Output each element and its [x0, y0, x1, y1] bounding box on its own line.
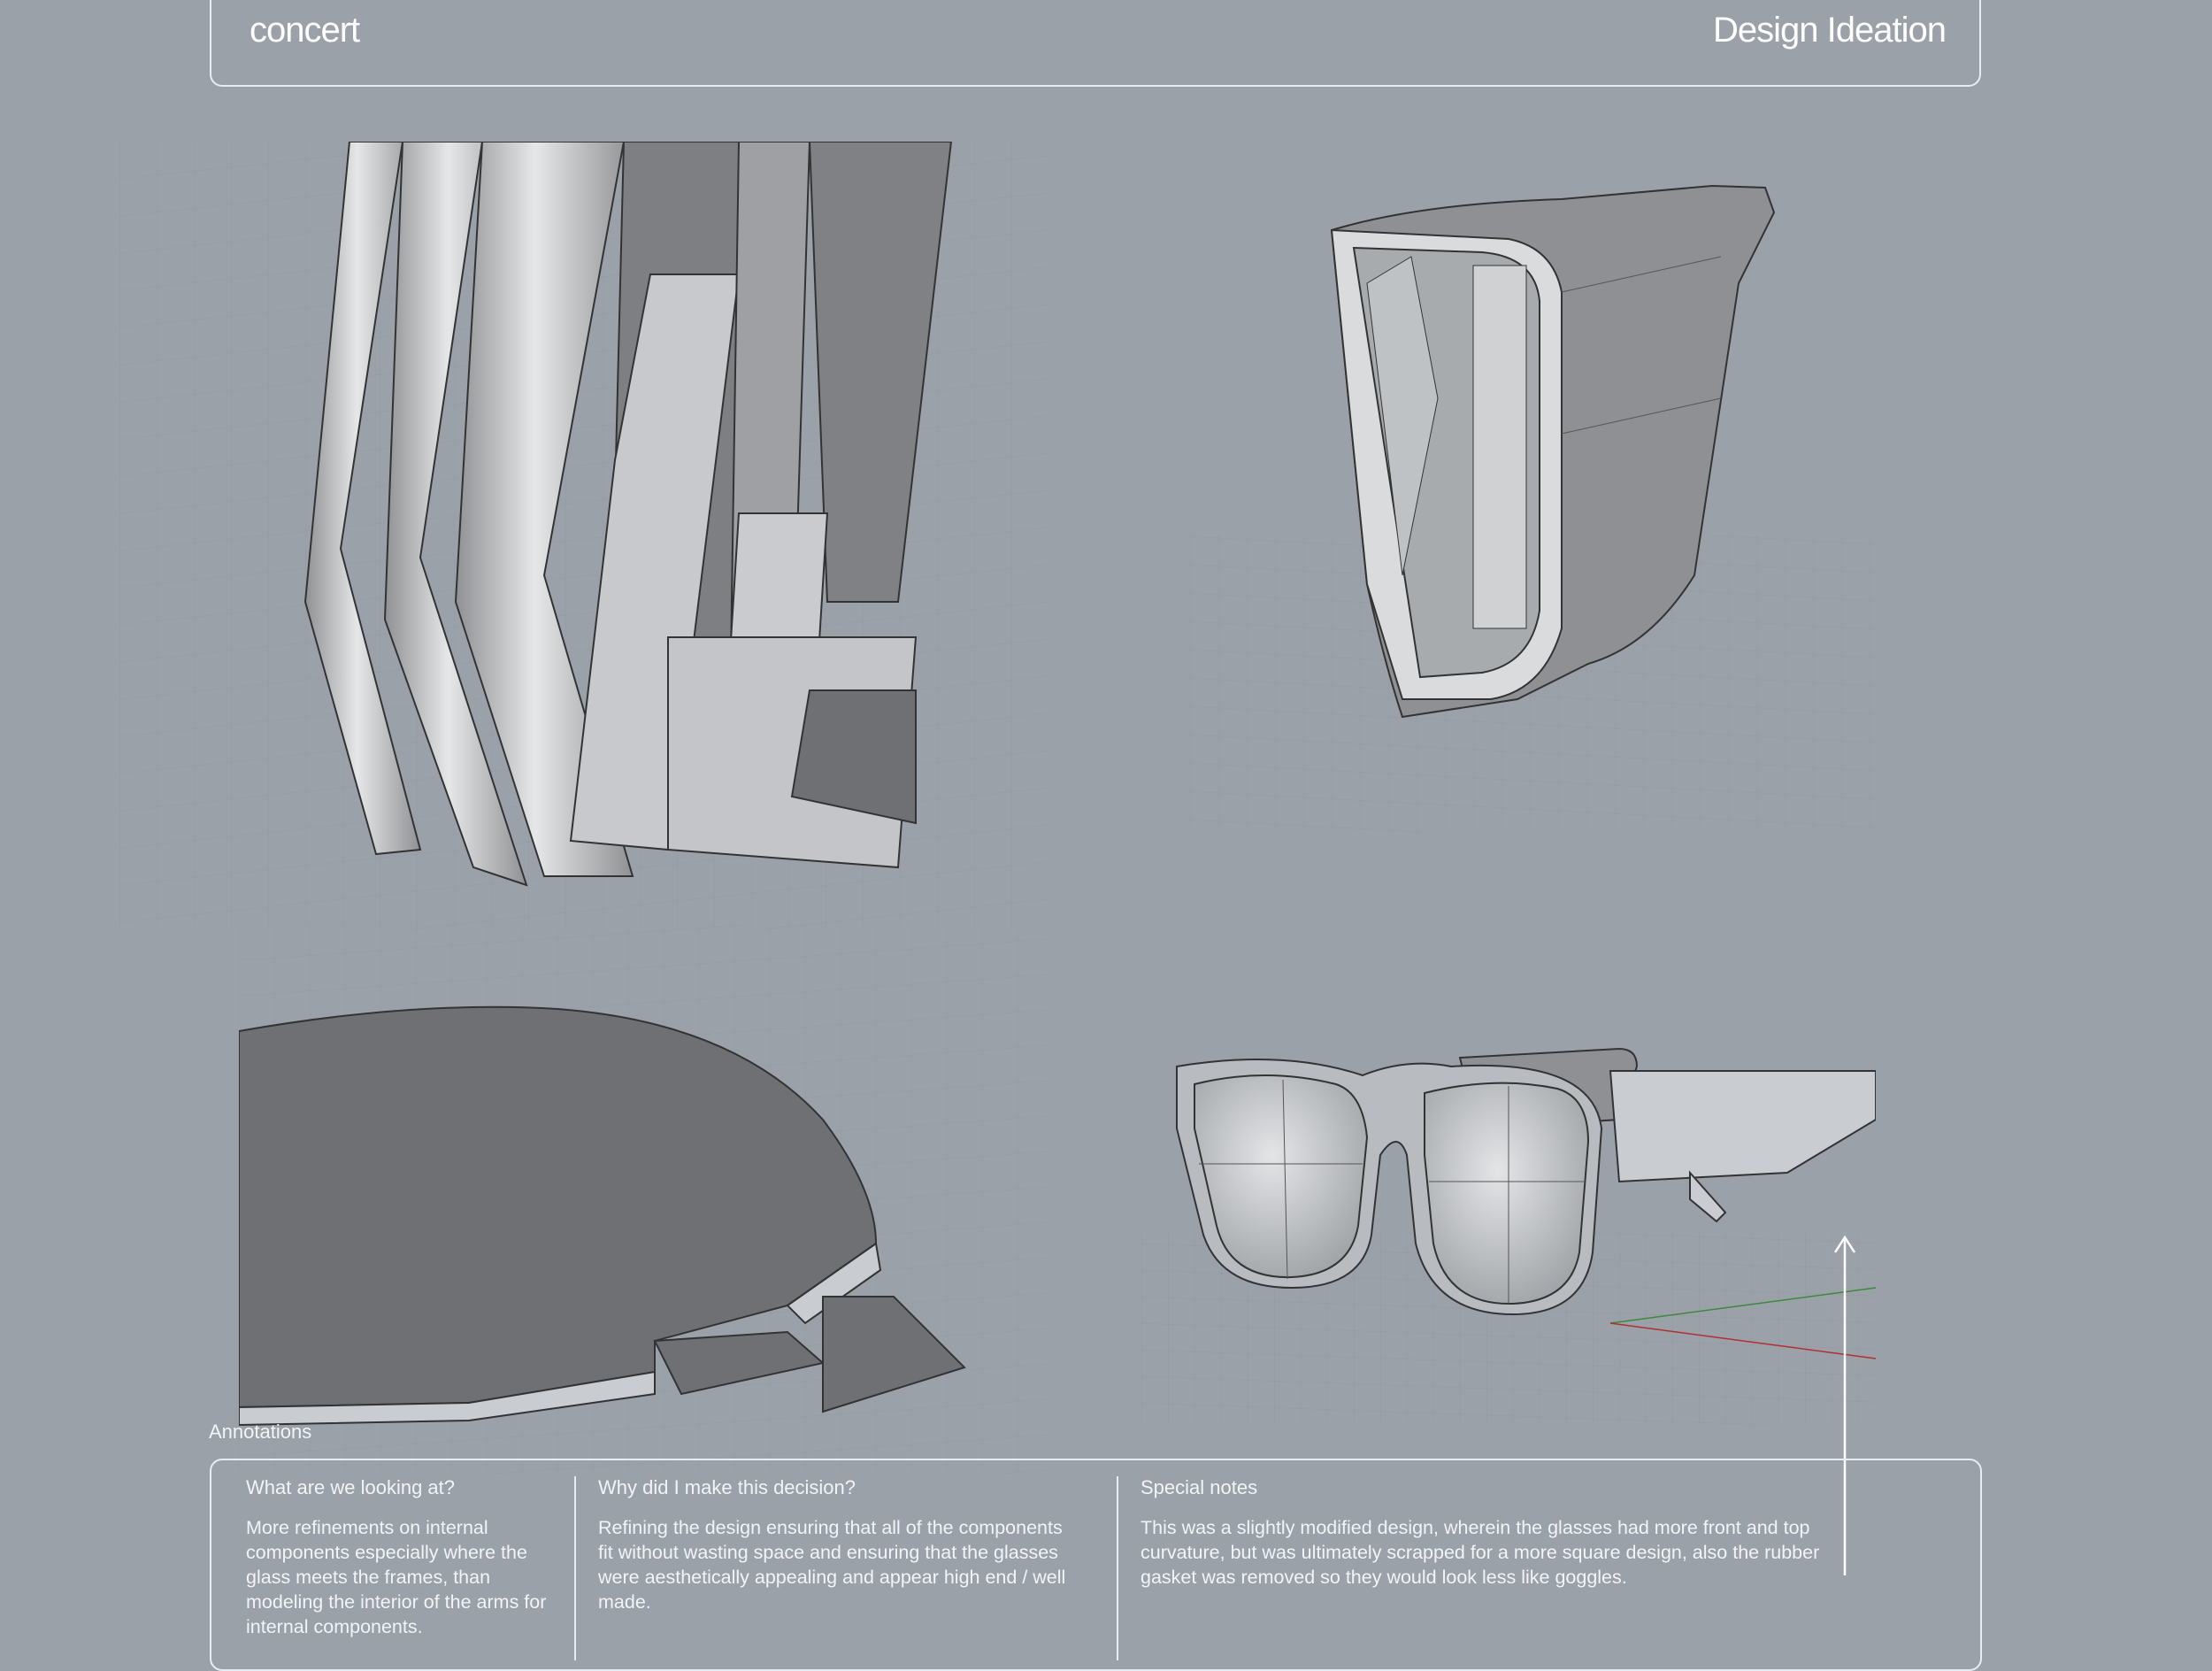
annotation-column-why: Why did I make this decision? Refining t… — [598, 1476, 1080, 1614]
project-title: concert — [250, 11, 360, 50]
render-internal-components — [119, 142, 1048, 929]
render-arm-housing — [1190, 168, 1876, 832]
up-arrow-icon — [1832, 1235, 1858, 1575]
column-divider — [574, 1476, 576, 1660]
annotation-body: Refining the design ensuring that all of… — [598, 1517, 1066, 1613]
annotations-panel: What are we looking at? More refinements… — [210, 1459, 1982, 1671]
annotations-label: Annotations — [209, 1421, 312, 1443]
annotation-body: More refinements on internal components … — [246, 1517, 547, 1637]
annotation-heading: Why did I make this decision? — [598, 1476, 856, 1498]
column-divider — [1117, 1476, 1118, 1660]
annotation-column-notes: Special notes This was a slightly modifi… — [1141, 1476, 1839, 1590]
render-glasses-assembly — [1141, 1031, 1876, 1425]
render-lens-plate — [239, 925, 1048, 1474]
annotation-body: This was a slightly modified design, whe… — [1141, 1517, 1820, 1588]
annotation-heading: What are we looking at? — [246, 1476, 456, 1498]
header-frame: concert Design Ideation — [210, 0, 1981, 87]
section-title: Design Ideation — [1713, 11, 1947, 50]
annotation-heading: Special notes — [1141, 1476, 1258, 1498]
annotation-column-what: What are we looking at? More refinements… — [246, 1476, 551, 1639]
